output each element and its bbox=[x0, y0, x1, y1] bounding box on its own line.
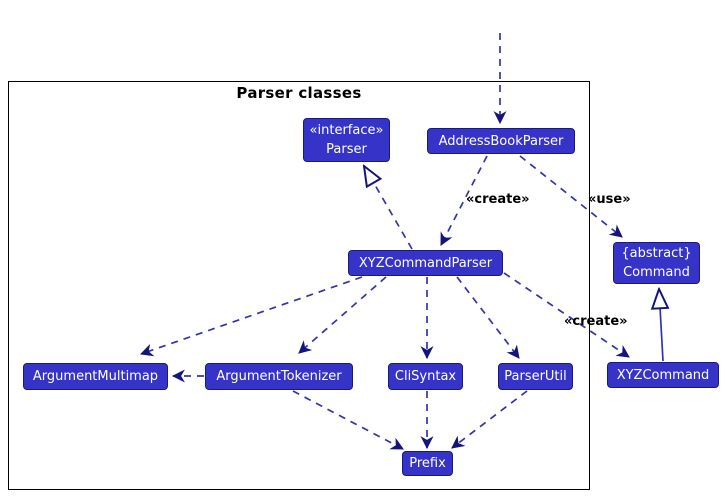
edge-dependency-parser-util-to-prefix bbox=[451, 390, 528, 449]
class-node-argument-tokenizer: ArgumentTokenizer bbox=[205, 363, 353, 390]
class-node-label: Command bbox=[623, 265, 690, 280]
class-node-label: XYZCommand bbox=[616, 367, 710, 383]
class-node-command: {abstract} Command bbox=[613, 242, 700, 284]
class-node-parser-util: ParserUtil bbox=[498, 363, 573, 390]
class-node-label: «interface» bbox=[309, 123, 384, 138]
class-node-label: XYZCommandParser bbox=[358, 255, 493, 271]
class-node-argument-multimap: ArgumentMultimap bbox=[23, 363, 168, 390]
class-node-prefix: Prefix bbox=[402, 451, 453, 476]
edge-realization-xyz-command-parser-to-parser-interface bbox=[364, 166, 413, 250]
class-node-label: Parser bbox=[326, 142, 367, 157]
edge-dependency-xyz-command-parser-to-argument-multimap bbox=[139, 276, 363, 357]
class-node-label: ArgumentMultimap bbox=[32, 369, 159, 384]
edge-dependency-address-book-parser-to-command bbox=[519, 155, 623, 238]
edge-dependency-xyz-command-parser-to-argument-tokenizer bbox=[298, 276, 387, 354]
class-node-xyz-command: XYZCommand bbox=[607, 362, 719, 388]
edge-label-address-book-parser-to-xyz-command-parser: «create» bbox=[466, 192, 530, 207]
class-node-label: Prefix bbox=[409, 456, 446, 471]
edge-dependency-argument-tokenizer-to-prefix bbox=[292, 390, 404, 450]
class-node-xyz-command-parser: XYZCommandParser bbox=[348, 250, 503, 276]
edge-label-address-book-parser-to-command: «use» bbox=[588, 192, 631, 207]
class-node-label: AddressBookParser bbox=[438, 133, 564, 149]
class-node-label: ArgumentTokenizer bbox=[216, 369, 342, 384]
class-node-label: {abstract} bbox=[621, 246, 692, 261]
edge-label-xyz-command-parser-to-xyz-command: «create» bbox=[564, 314, 628, 329]
frame-parser-classes bbox=[8, 81, 590, 490]
edge-dependency-xyz-command-parser-to-parser-util bbox=[456, 276, 520, 359]
class-node-parser-interface: «interface» Parser bbox=[303, 118, 390, 162]
edge-inheritance-xyz-command-to-command bbox=[659, 289, 663, 362]
frame-title: Parser classes bbox=[236, 84, 362, 102]
edge-dependency-address-book-parser-to-xyz-command-parser bbox=[440, 155, 488, 246]
class-node-cli-syntax: CliSyntax bbox=[388, 363, 463, 390]
class-node-label: ParserUtil bbox=[504, 369, 567, 384]
class-node-address-book-parser: AddressBookParser bbox=[427, 128, 575, 154]
class-node-label: CliSyntax bbox=[394, 369, 457, 384]
